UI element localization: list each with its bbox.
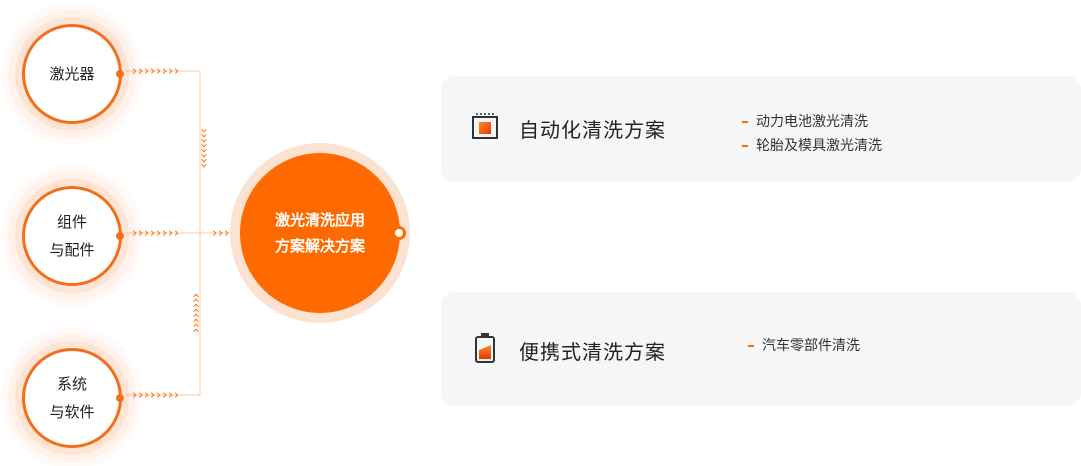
connector-chevron: › [132,226,137,241]
connector-chevron: › [162,388,167,403]
connector-chevron: › [196,138,211,143]
node-components-line-2: 与配件 [49,241,95,259]
node-laser-port [116,70,124,78]
card-automation-items: 动力电池激光清洗 轮胎及模具激光清洗 [742,110,882,158]
connector-chevron: › [144,64,149,79]
connector-chevron: › [138,64,143,79]
connector-chevron: › [189,308,204,313]
connector-chevron: › [196,153,211,158]
node-laser-label: 激光器 [49,65,95,83]
connector-chevron: › [144,388,149,403]
card-portable: 便携式清洗方案 汽车零部件清洗 [441,292,1081,406]
list-item: 动力电池激光清洗 [742,110,882,134]
connector-chevron: › [138,388,143,403]
connector-chevron: › [174,226,179,241]
card-portable-items: 汽车零部件清洗 [748,334,860,358]
connector-chevron: › [189,298,204,303]
connector-chevron: › [132,64,137,79]
connector-chevron: › [168,64,173,79]
connector-chevron: › [162,226,167,241]
connector-chevron: › [196,143,211,148]
list-item-label: 轮胎及模具激光清洗 [756,138,882,154]
connector-chevron: › [150,226,155,241]
list-item: 轮胎及模具激光清洗 [742,134,882,158]
card-portable-title: 便携式清洗方案 [519,340,666,364]
node-components-line-1: 组件 [56,213,87,231]
connector-chevron: › [138,226,143,241]
connector-chevron: › [189,323,204,328]
connector-chevron: › [196,163,211,168]
list-item-label: 动力电池激光清洗 [756,114,868,130]
connector-chevron: › [150,388,155,403]
node-system: 系统 与软件 [22,348,124,448]
bullet-mark [742,121,748,123]
hub-line-1: 激光清洗应用 [274,211,365,229]
card-automation: 自动化清洗方案 动力电池激光清洗 轮胎及模具激光清洗 [441,76,1081,182]
node-system-line-1: 系统 [56,375,87,393]
connector-chevron: › [196,128,211,133]
card-automation-title: 自动化清洗方案 [519,118,666,142]
hub-circle: 激光清洗应用 方案解决方案 [230,143,410,323]
connector-chevron: › [224,226,229,241]
connector-chevron: › [156,226,161,241]
connector-chevron: › [212,226,217,241]
list-item-label: 汽车零部件清洗 [762,338,860,354]
node-components: 组件 与配件 [22,186,124,286]
hub-inner: 激光清洗应用 方案解决方案 [240,153,400,313]
connector-chevron: › [132,388,137,403]
node-system-line-2: 与软件 [49,403,95,421]
connector-chevron: › [189,303,204,308]
connector-chevron: › [196,158,211,163]
connector-chevron: › [189,293,204,298]
connector-chevron: › [189,313,204,318]
connector-chevron: › [156,388,161,403]
connector-chevron: › [168,226,173,241]
connector-chevron: › [144,226,149,241]
node-system-port [116,394,124,402]
connector-chevron: › [168,388,173,403]
connector-chevron: › [174,64,179,79]
connector-chevron: › [156,64,161,79]
bullet-mark [748,345,754,347]
hub-port [392,226,406,240]
connector-chevron: › [162,64,167,79]
connector-chevron: › [174,388,179,403]
connector-chevron: › [196,148,211,153]
node-laser: 激光器 [22,24,124,124]
bullet-mark [742,145,748,147]
connector-chevron: › [218,226,223,241]
connector-chevron: › [189,318,204,323]
battery-icon [475,333,495,363]
list-item: 汽车零部件清洗 [748,334,860,358]
connector-chevron: › [150,64,155,79]
machine-icon [472,113,498,139]
hub-line-2: 方案解决方案 [274,237,365,255]
node-components-port [116,232,124,240]
connector-chevron: › [189,328,204,333]
connector-chevron: › [196,133,211,138]
